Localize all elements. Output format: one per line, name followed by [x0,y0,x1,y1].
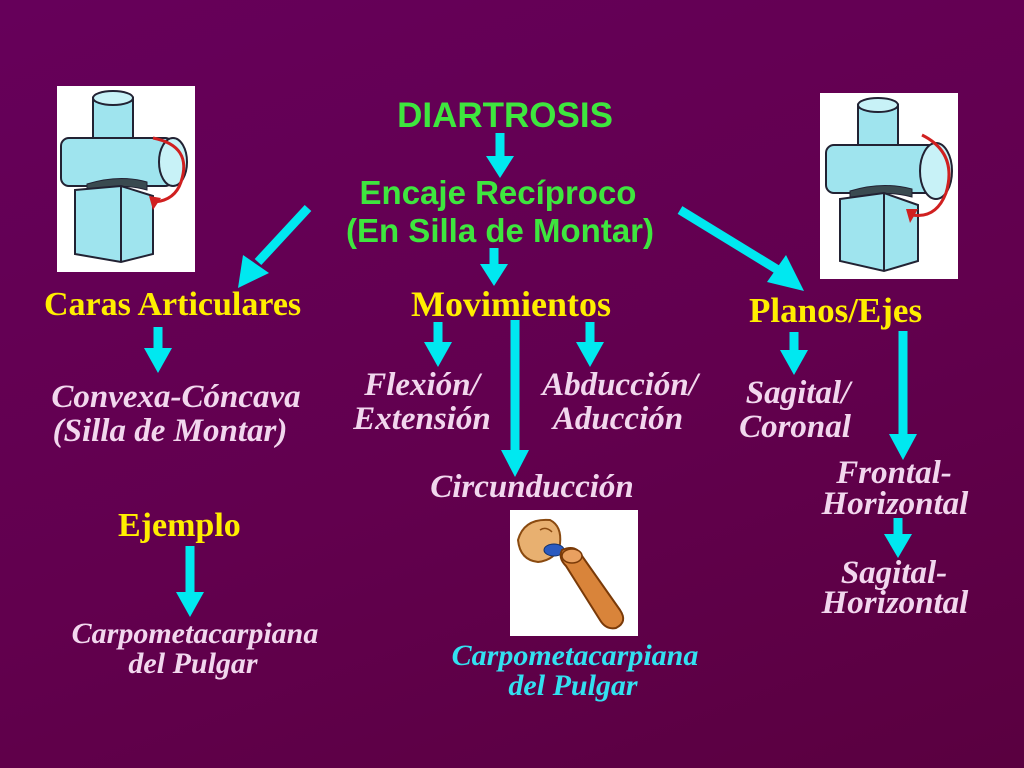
planos-plane2-line2: Horizontal [821,486,969,522]
planos-plane3-line2: Horizontal [821,585,969,621]
diagram-subtitle-line1: Encaje Recíproco [359,174,637,211]
arrow-to-sagital-horizontal [884,518,912,558]
planos-plane1-line1: Sagital/ [745,375,851,411]
arrow-to-movimientos [480,248,508,286]
movimientos-caption-line2: del Pulgar [508,669,638,702]
planos-plane1-line2: Coronal [739,409,851,445]
movimientos-flexion-line1: Flexión/ [364,367,480,403]
branch-movimientos-heading: Movimientos [411,284,611,324]
arrow-to-ejemplo-detail [176,546,204,617]
planos-plane3-line1: Sagital- [840,555,948,591]
arrow-to-caras [238,204,312,288]
caras-example-line1: Carpometacarpiana [71,617,319,650]
movimientos-circunduccion: Circunducción [430,469,634,505]
arrow-to-planos [677,206,804,291]
caras-example-heading: Ejemplo [118,507,241,544]
saddle-joint-model-icon [57,86,195,272]
movimientos-abduccion-line2: Aducción [552,401,684,437]
branch-planos-heading: Planos/Ejes [749,291,923,330]
arrow-title-to-subtitle [486,133,514,178]
caras-example-line2: del Pulgar [128,647,258,680]
arrow-to-abduccion [576,322,604,367]
diagram-subtitle-line2: (En Silla de Montar) [345,212,655,249]
saddle-joint-model-rotated-icon [820,93,958,279]
arrow-to-circunduccion [501,320,529,477]
thumb-carpometacarpal-bone-icon [510,510,638,636]
movimientos-flexion-line2: Extensión [353,401,491,437]
caras-detail-line2: (Silla de Montar) [52,413,288,449]
caras-detail-line1: Convexa-Cóncava [51,379,301,415]
movimientos-caption-line1: Carpometacarpiana [451,639,699,672]
arrow-to-sagital-coronal [780,332,808,375]
planos-plane2-line1: Frontal- [836,455,952,491]
diagram-title: DIARTROSIS [397,96,613,135]
arrow-to-convexa [144,327,172,373]
movimientos-abduccion-line1: Abducción/ [542,367,698,403]
branch-caras-heading: Caras Articulares [44,286,302,323]
arrow-to-flexion [424,322,452,367]
arrow-to-frontal-horizontal [889,331,917,460]
